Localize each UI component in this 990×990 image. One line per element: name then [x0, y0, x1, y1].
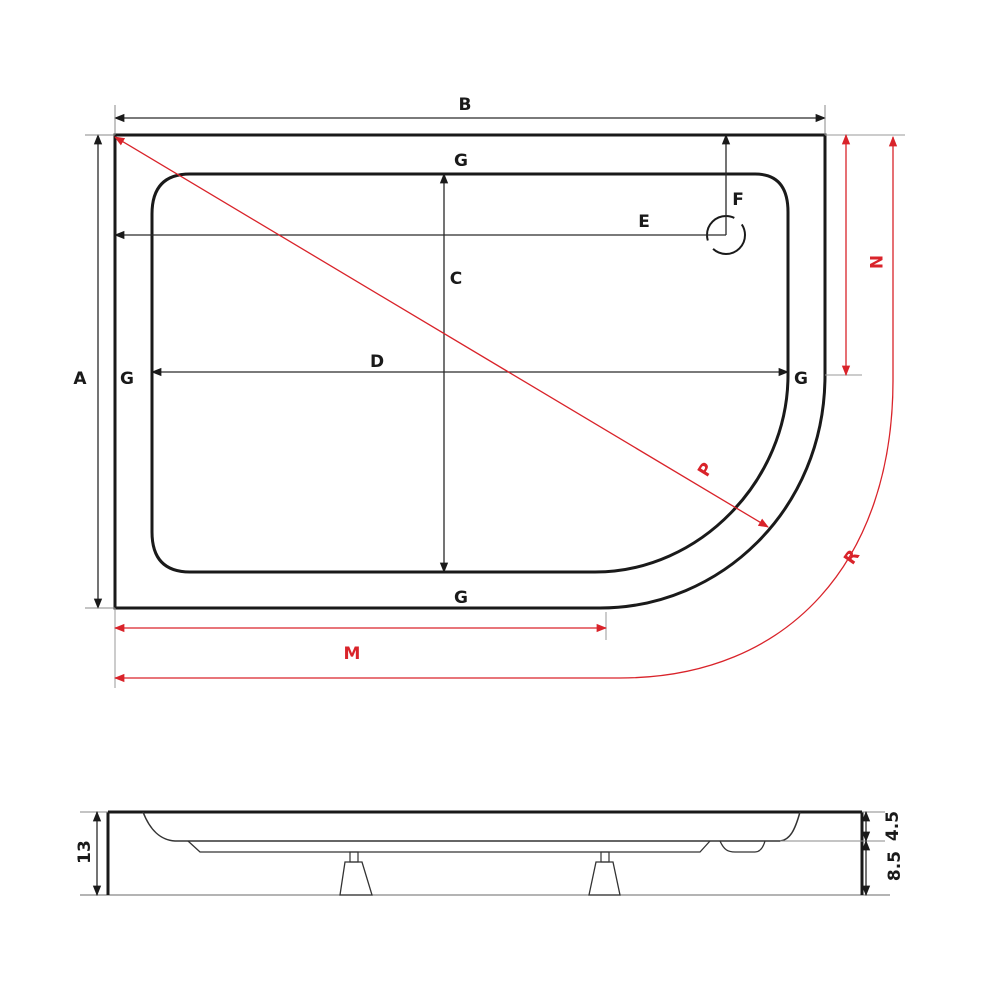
label-upper-height: 4.5	[883, 811, 903, 841]
label-a: A	[73, 369, 87, 389]
label-b: B	[459, 95, 472, 115]
label-total-height: 13	[75, 840, 95, 864]
dim-r-arc	[113, 135, 898, 683]
label-d: D	[370, 352, 384, 372]
label-g-top: G	[454, 151, 468, 171]
basin-profile	[142, 811, 801, 842]
tray-inner-basin	[150, 172, 790, 574]
label-p: P	[694, 459, 718, 480]
top-view: B A C D E F G G G G P N M	[73, 95, 905, 688]
side-view: 13 4.5 8.5	[75, 810, 905, 897]
label-n: N	[865, 255, 885, 269]
label-g-bottom: G	[454, 588, 468, 608]
dim-p-line	[114, 136, 769, 528]
label-c: C	[450, 269, 462, 289]
label-m: M	[344, 644, 361, 664]
label-g-right: G	[794, 369, 808, 389]
support-foot-left	[339, 851, 373, 896]
label-f: F	[732, 190, 744, 210]
label-lower-height: 8.5	[885, 851, 905, 881]
label-g-left: G	[120, 369, 134, 389]
label-e: E	[638, 212, 650, 232]
support-foot-right	[588, 851, 621, 896]
drain-profile	[719, 840, 766, 853]
